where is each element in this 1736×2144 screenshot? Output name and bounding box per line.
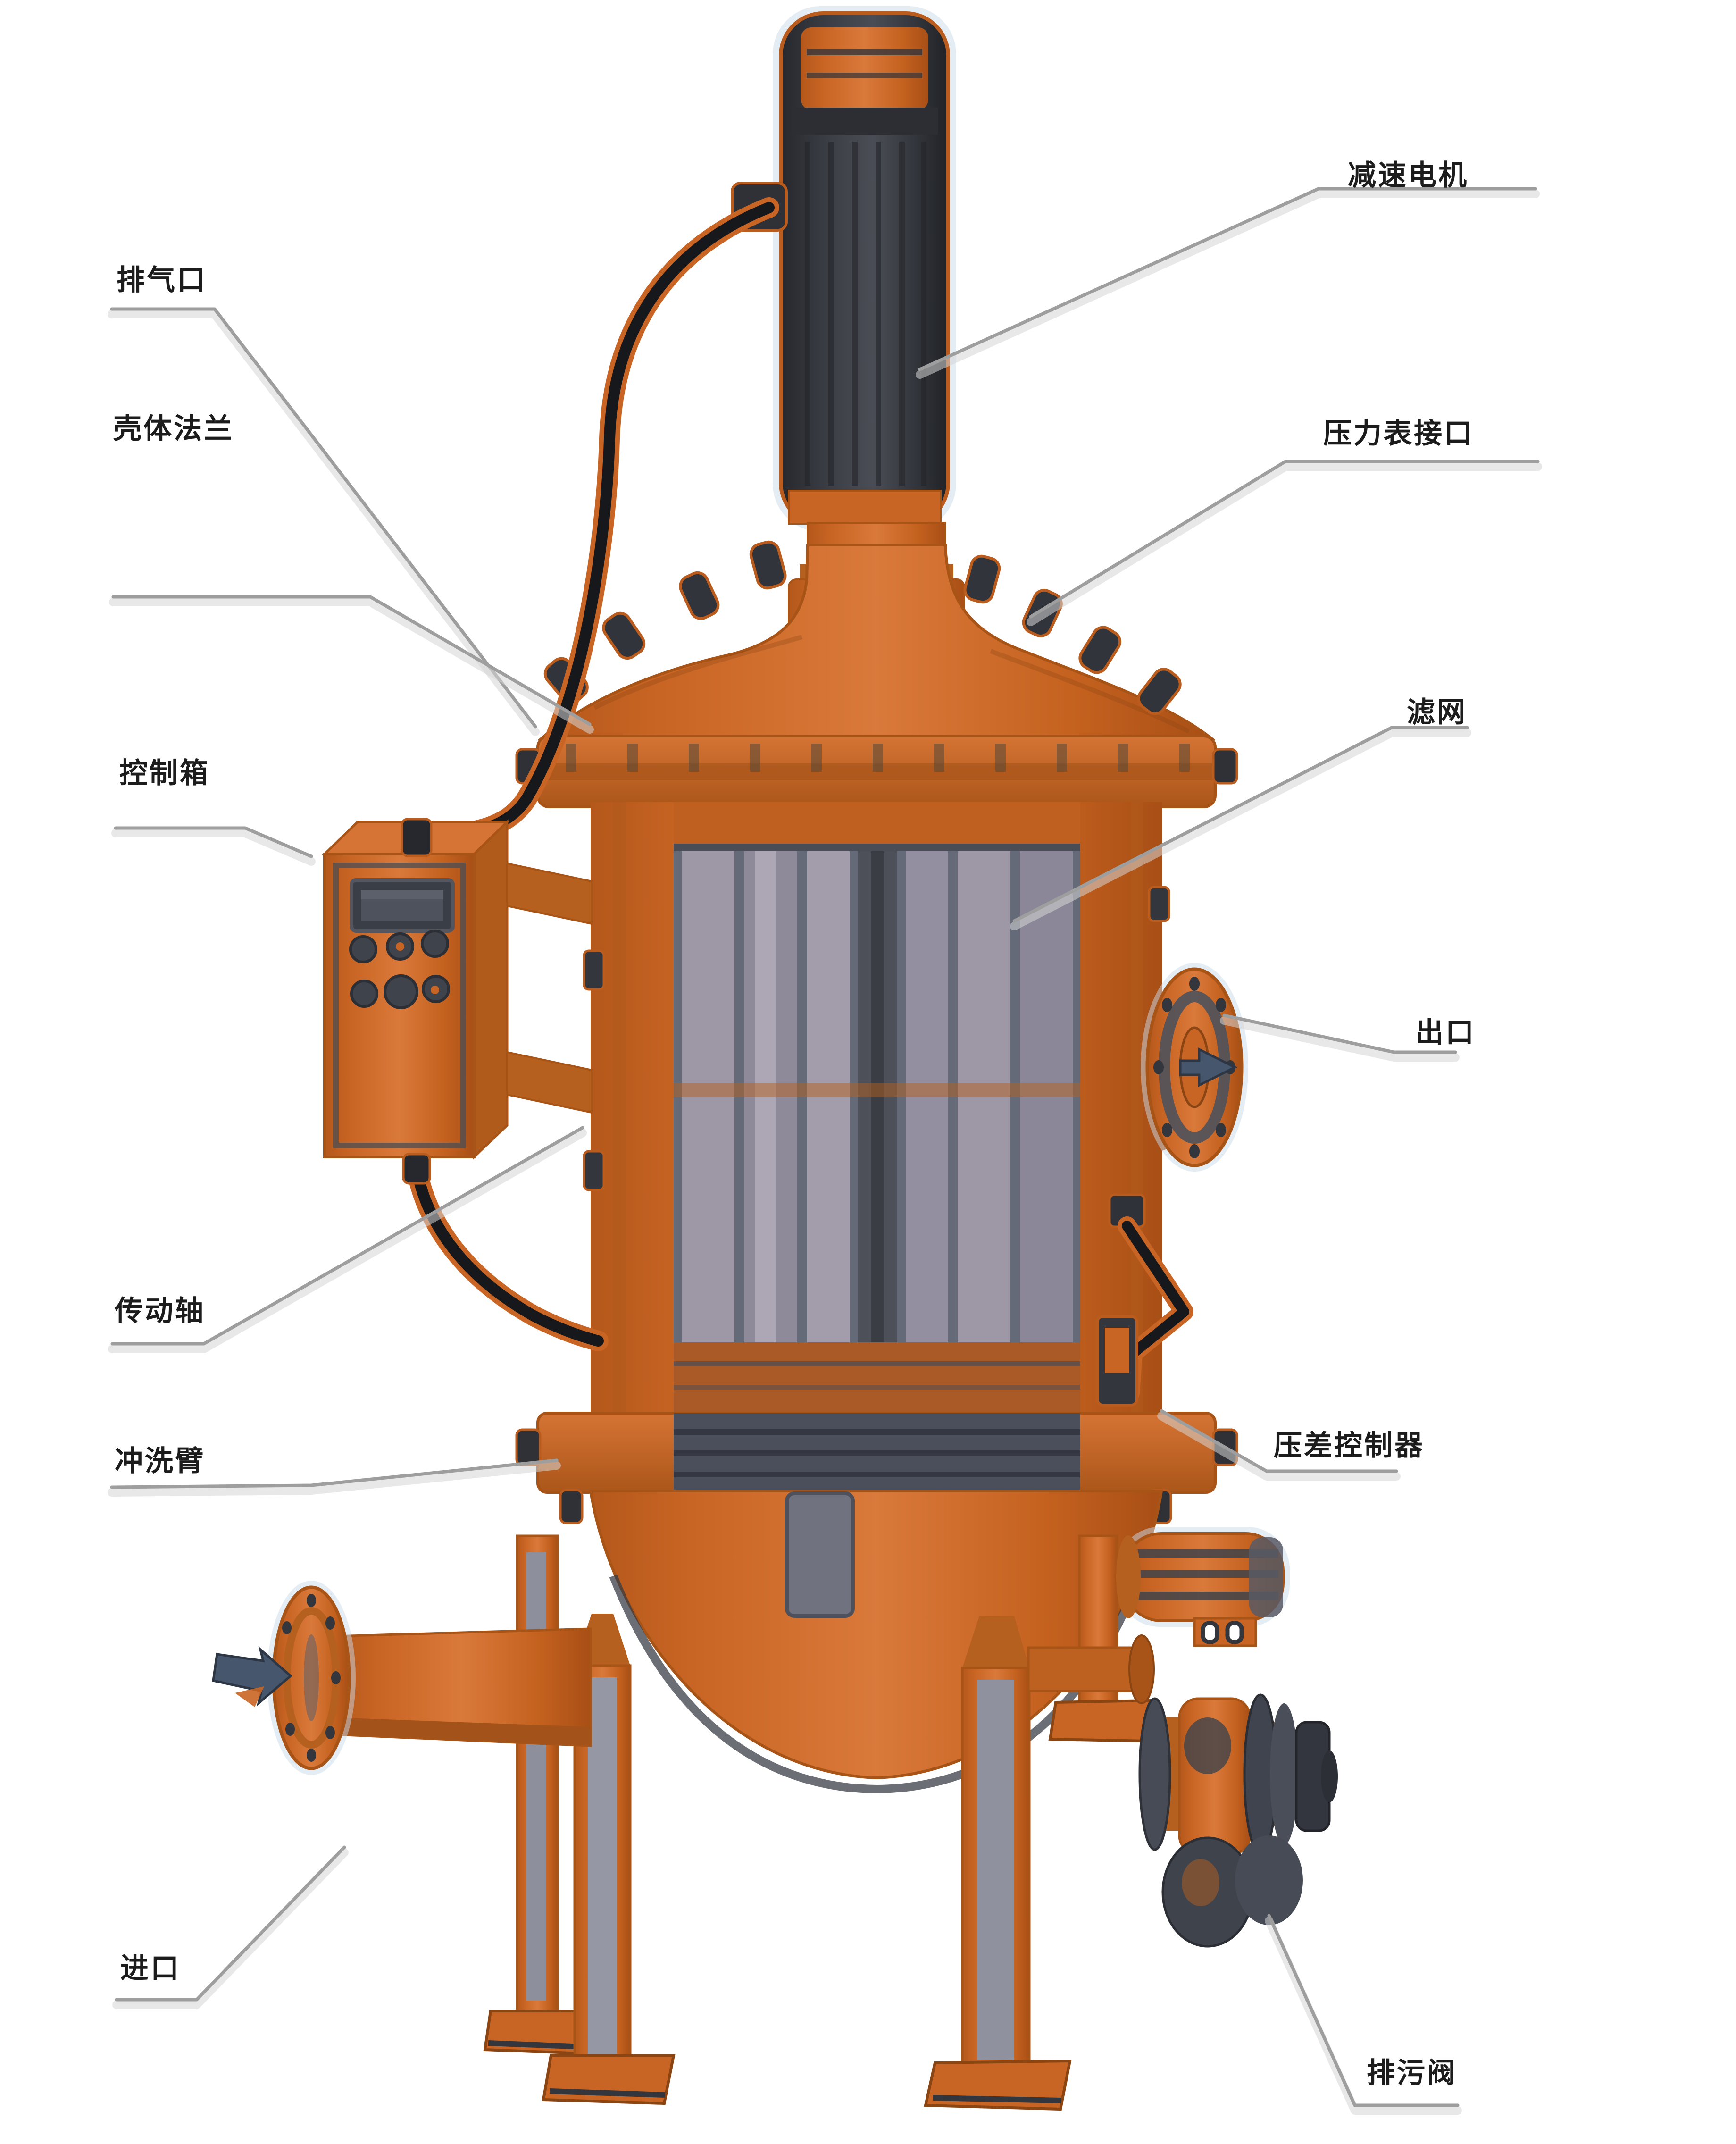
pressure-gauge-port-leader-shadow <box>1027 462 1542 626</box>
box-bracket-lower <box>506 1051 593 1114</box>
outlet-assembly <box>1141 963 1248 1172</box>
drive-shaft-leader-line <box>110 1126 584 1346</box>
outlet-flange-bolts <box>1153 977 1235 1158</box>
box-bracket-upper <box>506 862 593 925</box>
ball-valve-body <box>1138 1693 1338 1948</box>
control-display <box>350 878 455 933</box>
drain-valve-leader-shadow <box>1265 1917 1462 2115</box>
self-cleaning-filter-machine <box>212 6 1338 2111</box>
diff-pressure-device <box>1096 1315 1138 1407</box>
label-housing-flange: 壳体法兰 <box>113 413 234 444</box>
inlet-leader-shadow <box>112 1848 349 2009</box>
outlet-leader-shadow <box>1220 1016 1460 1062</box>
upper-tube-sheet <box>674 802 1080 847</box>
inlet-leader-line <box>115 1845 346 2002</box>
pressure-gauge-port-leader-line <box>1029 460 1540 619</box>
vent-port-leader-line <box>110 307 537 729</box>
label-vent-port: 排气口 <box>117 265 207 296</box>
flushing-arm-leader-line <box>110 1458 559 1489</box>
drive-shaft-column <box>858 802 897 1415</box>
bottom-dome <box>589 1490 1163 1794</box>
outlet-leader-line <box>1222 1013 1457 1054</box>
diff-pressure-controller-leader-shadow <box>1157 1412 1401 1481</box>
filter-screen-leader-shadow <box>1010 729 1471 930</box>
support-legs <box>483 1534 1154 2111</box>
housing-flange-leader-line <box>111 595 592 726</box>
motor-cable <box>421 202 775 841</box>
label-pressure-gauge-port: 压力表接口 <box>1323 418 1474 449</box>
gear-motor-leader-line <box>918 187 1537 371</box>
gear-motor-leader-shadow <box>916 190 1540 379</box>
outlet-flow-arrow-icon <box>1179 1047 1238 1088</box>
drain-valve-assembly <box>1027 1527 1338 1948</box>
motor-fins <box>805 142 926 486</box>
vessel-shell <box>583 802 1170 1415</box>
drive-shaft-leader-shadow <box>108 1129 587 1353</box>
upper-housing-flange <box>515 735 1238 808</box>
drain-valve-leader-line <box>1267 1914 1460 2107</box>
motor-top-cap <box>801 27 928 110</box>
gear-motor-body <box>731 6 956 532</box>
diff-pressure-controller-leader-line <box>1160 1409 1398 1473</box>
lower-tube-sheet <box>674 1342 1080 1413</box>
inlet-assembly <box>212 1581 592 1775</box>
control-box-body <box>321 818 593 1185</box>
label-gear-motor: 减速电机 <box>1348 160 1469 191</box>
label-flushing-arm: 冲洗臂 <box>115 1446 205 1477</box>
housing-flange-leader-shadow <box>109 598 594 734</box>
foot-rear-right <box>1048 1699 1154 1743</box>
control-box-leader-line <box>114 826 313 858</box>
filter-screen-leader-line <box>1012 726 1469 923</box>
drain-pipe <box>1027 1646 1139 1692</box>
control-box-leader-shadow <box>111 829 316 866</box>
label-outlet: 出口 <box>1415 1017 1476 1048</box>
valve-actuator <box>1116 1527 1290 1627</box>
label-diff-pressure-controller: 压差控制器 <box>1274 1430 1425 1461</box>
inlet-flow-arrow-icon <box>212 1646 292 1707</box>
control-cable-lower <box>409 1153 604 1347</box>
box-cable-gland-bottom <box>402 1153 431 1185</box>
inlet-flange-bolts <box>282 1594 341 1762</box>
label-drive-shaft: 传动轴 <box>114 1296 205 1327</box>
center-drain-cavity <box>785 1491 855 1618</box>
label-inlet: 进口 <box>120 1953 181 1984</box>
label-drain-valve: 排污阀 <box>1367 2058 1457 2089</box>
label-filter-screen: 滤网 <box>1407 697 1467 728</box>
control-buttons <box>349 930 450 1009</box>
vent-port-leader-shadow <box>108 310 540 736</box>
vessel-cutaway-interior <box>674 802 1080 1415</box>
flushing-arm-leader-shadow <box>108 1461 561 1497</box>
box-cable-gland-top <box>401 818 433 857</box>
label-control-box: 控制箱 <box>119 758 210 789</box>
